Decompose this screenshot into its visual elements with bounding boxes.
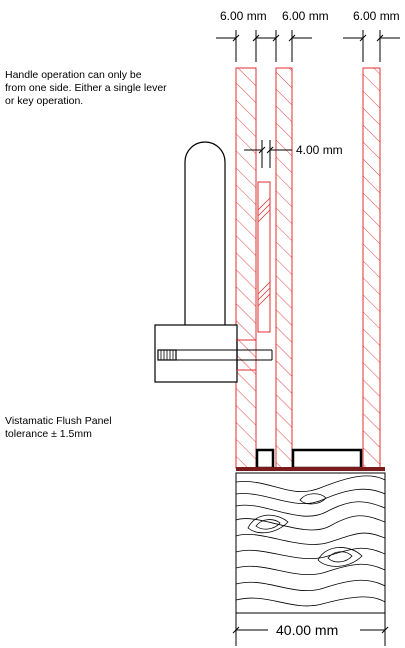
dimension-top-left: 6.00 mm: [220, 9, 267, 23]
glass-pane-right: [362, 67, 381, 469]
glass-pane-middle: [275, 67, 293, 469]
spindle-markers: [236, 339, 256, 371]
vision-panel: [257, 181, 271, 333]
dimension-top-right: 6.00 mm: [353, 9, 400, 23]
bottom-beads: [255, 448, 363, 470]
lever-handle: [154, 141, 273, 383]
panel-note-line2: tolerance ± 1.5mm: [5, 428, 92, 440]
dimension-top-middle: 6.00 mm: [282, 9, 329, 23]
glass-pane-left: [235, 67, 257, 469]
top-dimension-lines: [216, 30, 400, 62]
panel-note-line1: Vistamatic Flush Panel: [5, 415, 112, 427]
dimension-mid-gap: 4.00 mm: [296, 143, 343, 157]
timber-frame-section: [235, 472, 386, 614]
dimension-bottom-width: 40.00 mm: [276, 622, 338, 638]
handle-note-line2: from one side. Either a single lever: [5, 82, 167, 94]
bottom-dimension-lines: [232, 613, 389, 646]
gap-dimension-lines: [244, 140, 292, 168]
handle-note-line1: Handle operation can only be: [5, 69, 142, 81]
base-strip: [236, 467, 385, 471]
handle-note-line3: or key operation.: [5, 95, 83, 107]
